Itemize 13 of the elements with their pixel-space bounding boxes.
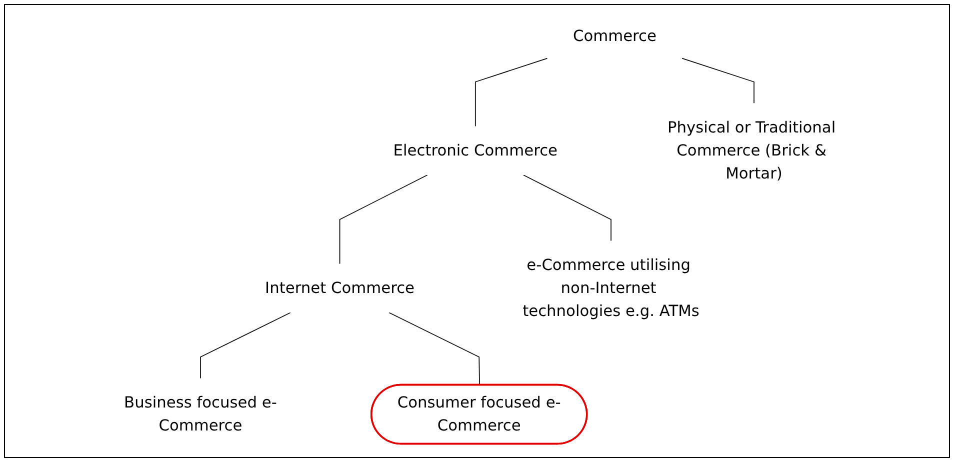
connector xyxy=(339,174,428,264)
node-text: Electronic Commerce xyxy=(393,142,558,160)
connector xyxy=(388,312,480,386)
node-text: Business focused e-Commerce xyxy=(124,394,277,435)
connector xyxy=(681,58,754,104)
connector xyxy=(474,58,548,127)
connector xyxy=(200,312,291,379)
node-text: Physical or Traditional Commerce (Brick & Mortar) xyxy=(667,118,836,183)
node-text: Internet Commerce xyxy=(264,279,414,298)
diagram-frame: Commerce Electronic Commerce Physical or Traditional Commerce (Brick & Mortar) Internet Commerce e-Commerce utilising non-Internet technologies e.g. ATMs Business focused e-Commerce Consumer focused e-Commerce xyxy=(4,4,950,458)
node-text: Commerce xyxy=(572,27,656,46)
connector xyxy=(522,174,612,242)
node-text: e-Commerce utilising non-Internet technologies e.g. ATMs xyxy=(522,256,700,320)
